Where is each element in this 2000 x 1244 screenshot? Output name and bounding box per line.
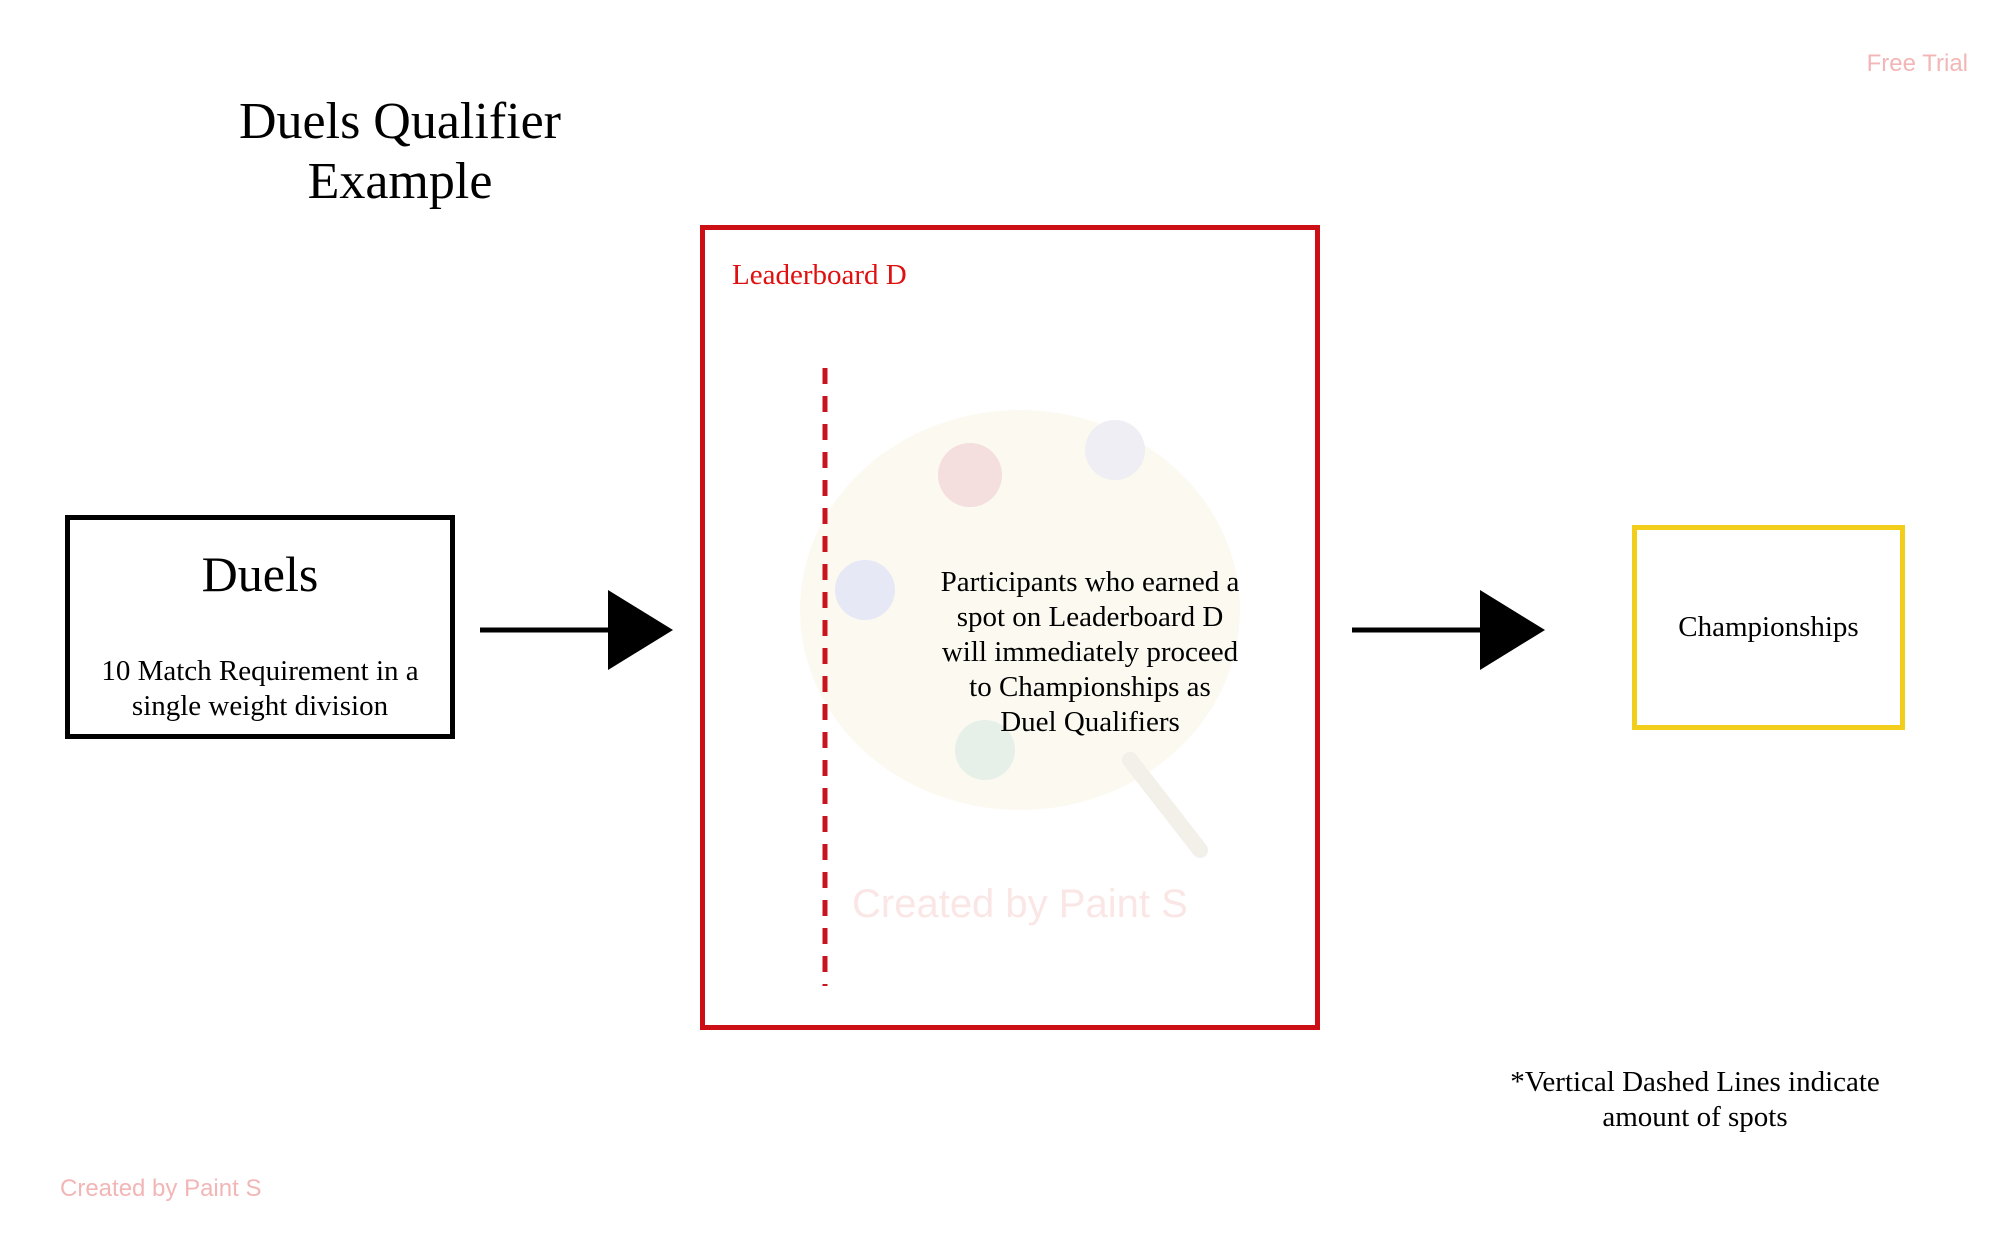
arrow-leaderboard-to-championships [1352, 590, 1545, 670]
duels-title: Duels [201, 546, 319, 602]
leaderboard-description-line4: to Championships as [969, 671, 1211, 703]
diagram-title-line1: Duels Qualifier [238, 93, 561, 150]
footnote: *Vertical Dashed Lines indicate amount o… [1445, 1065, 1945, 1135]
championships-box: Championships [1632, 525, 1905, 730]
duels-description: 10 Match Requirement in a single weight … [80, 654, 440, 724]
leaderboard-description-line5: Duel Qualifiers [1000, 706, 1180, 738]
footnote-line2: amount of spots [1602, 1101, 1788, 1133]
diagram-title: Duels Qualifier Example [200, 92, 600, 212]
diagram-title-line2: Example [307, 153, 493, 210]
leaderboard-description-line3: will immediately proceed [941, 636, 1239, 668]
footnote-line1: *Vertical Dashed Lines indicate [1510, 1066, 1880, 1098]
watermark-center: Created by Paint S [852, 882, 1188, 926]
leaderboard-description-line2: spot on Leaderboard D [956, 601, 1224, 633]
leaderboard-d-description: Participants who earned a spot on Leader… [905, 565, 1275, 740]
free-trial-label: Free Trial [1866, 50, 1968, 77]
leaderboard-d-label: Leaderboard D [732, 259, 907, 291]
duels-box: Duels 10 Match Requirement in a single w… [65, 515, 455, 739]
championships-label: Championships [1678, 611, 1859, 643]
watermark-bottom-left: Created by Paint S [60, 1175, 262, 1202]
duels-description-line1: 10 Match Requirement in a [101, 655, 419, 687]
leaderboard-description-line1: Participants who earned a [940, 566, 1240, 598]
arrow-duels-to-leaderboard [480, 590, 673, 670]
duels-description-line2: single weight division [131, 690, 389, 722]
spots-dashed-line [822, 368, 828, 986]
palette-watermark-icon [800, 410, 1240, 858]
leaderboard-d-box: Leaderboard D Participants who earned a … [700, 225, 1320, 1030]
